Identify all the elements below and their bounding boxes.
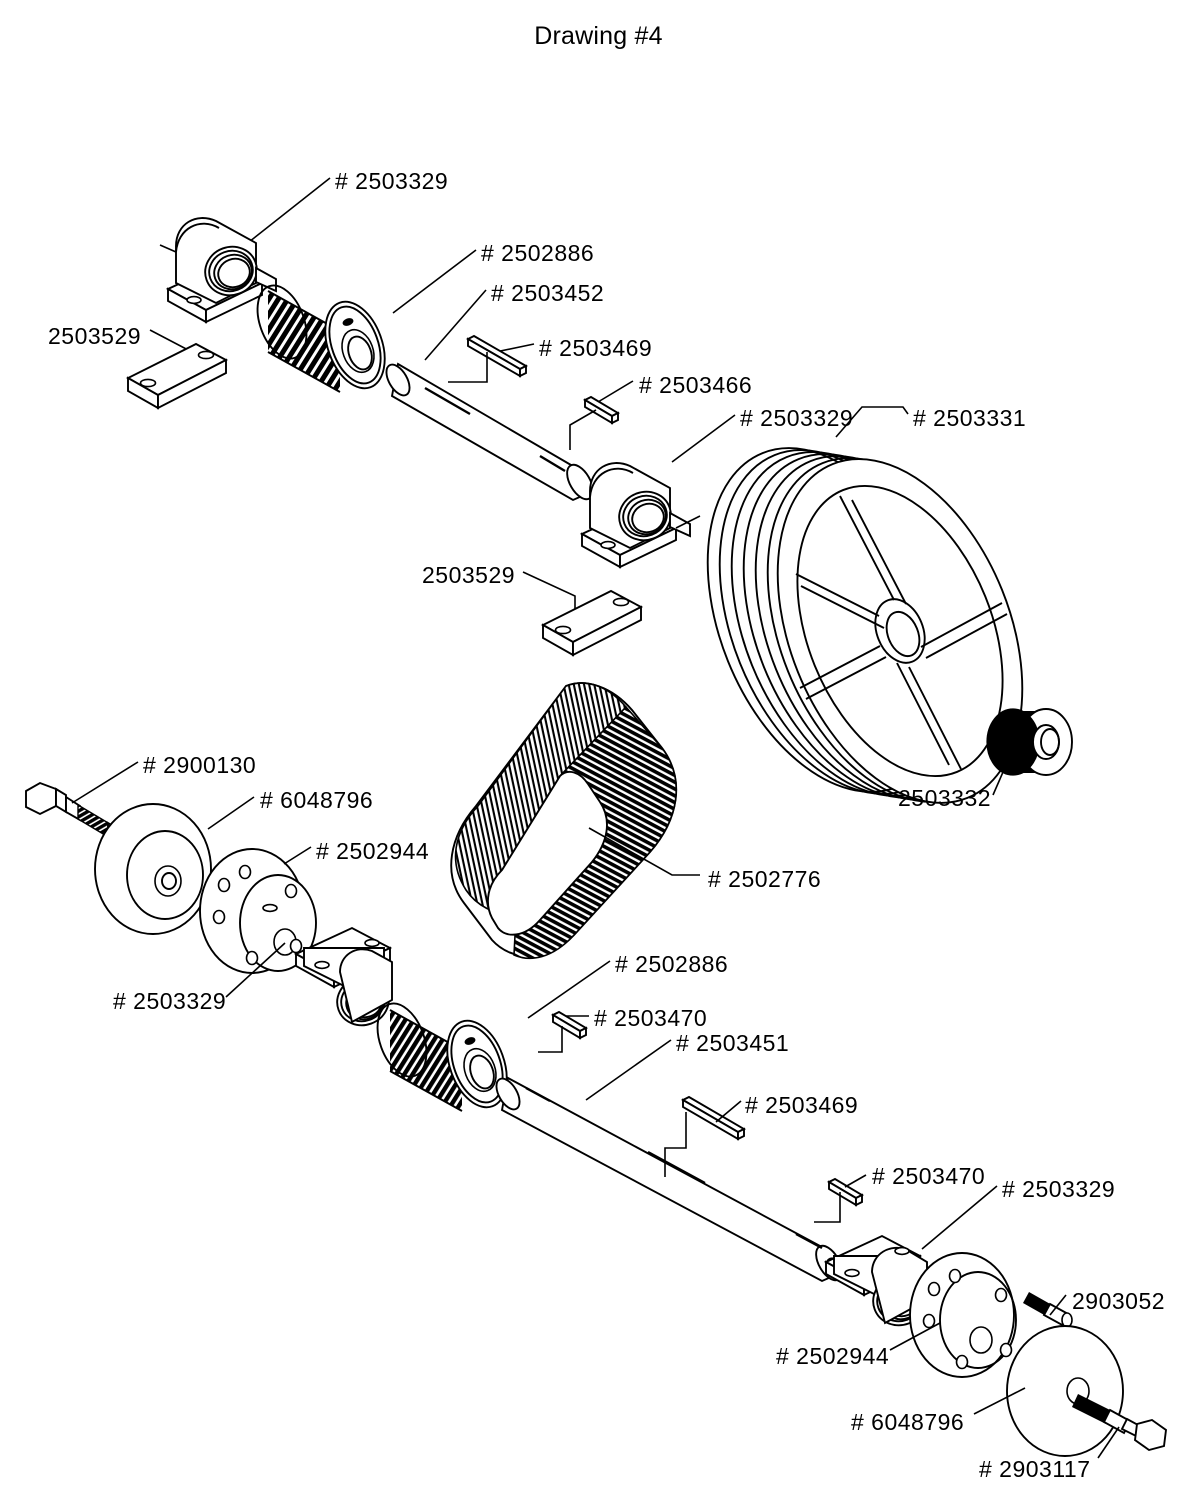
key-lower-right-short: [814, 1174, 867, 1223]
key-upper-long: [448, 334, 529, 383]
mounting-shim-plate-middle: [540, 589, 644, 657]
timing-pulley-lower: [376, 960, 611, 1112]
part-label-2503469-upper: # 2503469: [539, 335, 653, 361]
disc-left: [94, 796, 255, 935]
part-label-2502886-lower: # 2502886: [615, 951, 729, 977]
page-title: Drawing #4: [534, 22, 663, 50]
key-lower-long: [664, 1095, 746, 1177]
part-label-2503470-upper: # 2503470: [594, 1005, 708, 1031]
part-label-2502944-right: # 2502944: [776, 1343, 890, 1369]
pillow-block-bearing-lower-left: [293, 926, 393, 1027]
bushing-spacer: [986, 708, 1073, 776]
part-label-2502886-upper: # 2502886: [481, 240, 595, 266]
part-label-2503331: # 2503331: [913, 405, 1027, 431]
pillow-block-bearing-upper-left: [159, 217, 277, 324]
part-label-2900130: # 2900130: [143, 752, 257, 778]
part-label-2503329-upper-right: # 2503329: [740, 405, 854, 431]
part-label-2503470-right: # 2503470: [872, 1163, 986, 1189]
part-label-2503451: # 2503451: [676, 1030, 790, 1056]
part-label-2503529-upper-left: 2503529: [48, 323, 142, 349]
part-label-2503329-upper-left: # 2503329: [335, 168, 449, 194]
key-lower-upper-short: [538, 1010, 589, 1053]
key-upper-short: [569, 395, 620, 450]
disc-right: [973, 1325, 1124, 1457]
timing-belt: [450, 682, 678, 960]
timing-pulley-upper: [256, 284, 386, 393]
part-label-2502944-left: # 2502944: [316, 838, 430, 864]
part-label-2503332: 2503332: [898, 785, 992, 811]
hex-bolt-right: [1072, 1394, 1168, 1459]
leader-belt: [588, 827, 700, 876]
part-label-2503329-lower-right: # 2503329: [1002, 1176, 1116, 1202]
part-label-2503466: # 2503466: [639, 372, 753, 398]
part-label-2503469-lower: # 2503469: [745, 1092, 859, 1118]
large-spoked-pulley: [706, 447, 1024, 804]
pillow-block-bearing-upper-right: [579, 462, 701, 569]
part-label-6048796-left: # 6048796: [260, 787, 374, 813]
shaft-lower: [495, 1039, 843, 1283]
hub-flange-left: [199, 846, 317, 998]
part-label-2503529-middle: 2503529: [422, 562, 516, 588]
part-label-2903117: # 2903117: [979, 1456, 1091, 1482]
hub-flange-right: [889, 1252, 1017, 1378]
part-label-2503329-lower-left: # 2503329: [113, 988, 227, 1014]
hex-bolt-left: [25, 761, 139, 848]
part-label-2903052: 2903052: [1072, 1288, 1166, 1314]
part-label-6048796-right: # 6048796: [851, 1409, 965, 1435]
mounting-shim-plate-upper-left: [125, 342, 229, 410]
shaft-upper: [385, 362, 594, 502]
part-label-2503452: # 2503452: [491, 280, 605, 306]
set-screw-right: [1023, 1292, 1073, 1328]
part-label-2502776: # 2502776: [708, 866, 822, 892]
